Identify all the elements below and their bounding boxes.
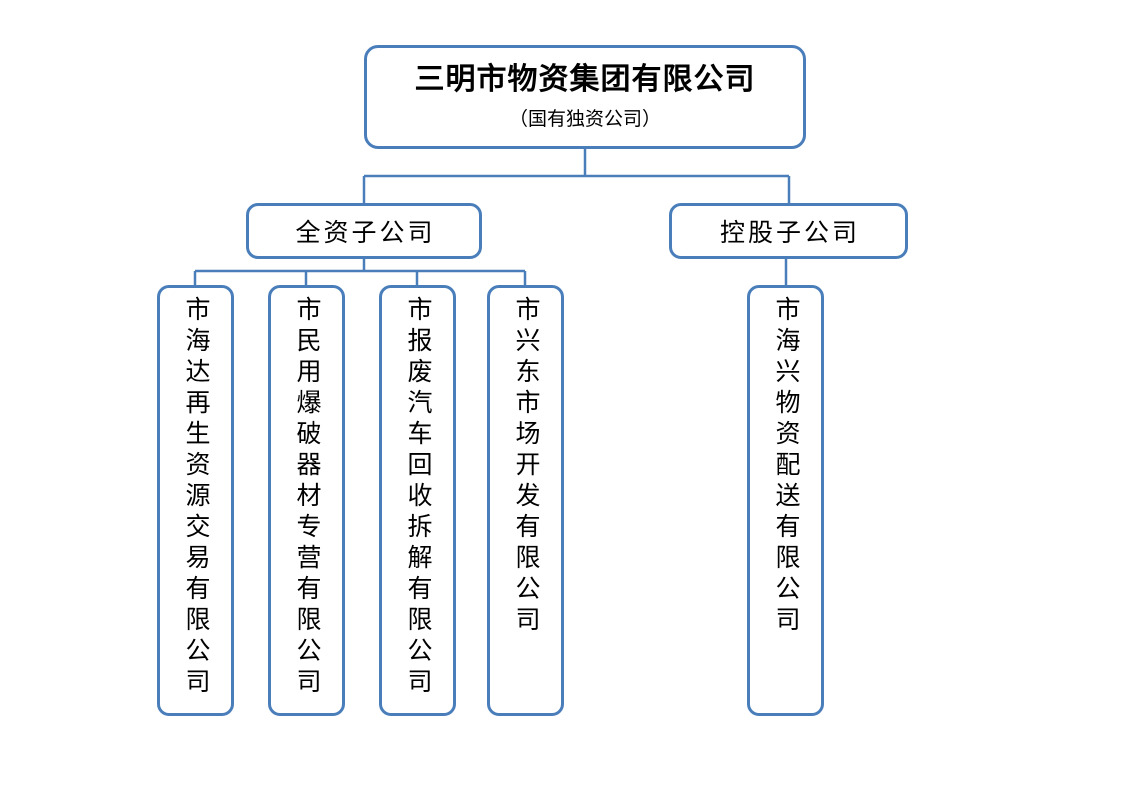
leaf-label: 市兴东市场开发有限公司	[512, 296, 539, 637]
root-subtitle: （国有独资公司）	[508, 108, 661, 130]
leaf-label: 市民用爆破器材专营有限公司	[293, 296, 320, 699]
leaf-label: 市海达再生资源交易有限公司	[182, 296, 209, 699]
org-node-leaf[interactable]: 市报废汽车回收拆解有限公司	[379, 285, 456, 716]
root-title: 三明市物资集团有限公司	[414, 63, 756, 97]
org-node-leaf[interactable]: 市海兴物资配送有限公司	[747, 285, 824, 716]
org-node-branch-holding[interactable]: 控股子公司	[669, 203, 908, 259]
branch-label: 控股子公司	[719, 220, 860, 247]
leaf-label: 市海兴物资配送有限公司	[772, 296, 799, 637]
org-node-leaf[interactable]: 市民用爆破器材专营有限公司	[268, 285, 345, 716]
org-node-leaf[interactable]: 市兴东市场开发有限公司	[487, 285, 564, 716]
org-node-root[interactable]: 三明市物资集团有限公司 （国有独资公司）	[364, 45, 806, 149]
leaf-label: 市报废汽车回收拆解有限公司	[404, 296, 431, 699]
org-node-leaf[interactable]: 市海达再生资源交易有限公司	[157, 285, 234, 716]
branch-label: 全资子公司	[295, 220, 436, 247]
org-node-branch-wholly-owned[interactable]: 全资子公司	[246, 203, 482, 259]
